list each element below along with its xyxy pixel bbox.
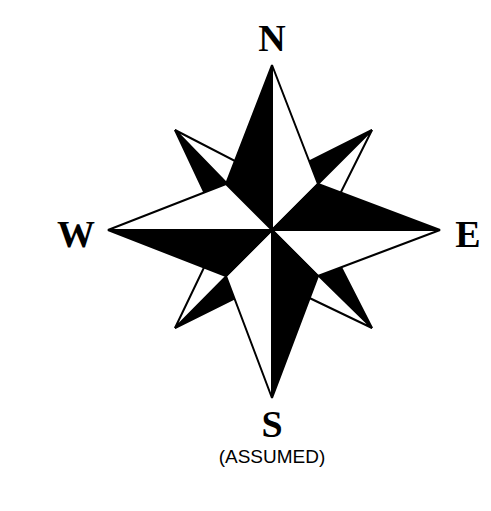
- north-label: N: [258, 19, 285, 57]
- west-label: W: [57, 215, 95, 253]
- east-label: E: [455, 215, 480, 253]
- assumed-note: (ASSUMED): [219, 447, 326, 466]
- south-label: S: [261, 405, 282, 443]
